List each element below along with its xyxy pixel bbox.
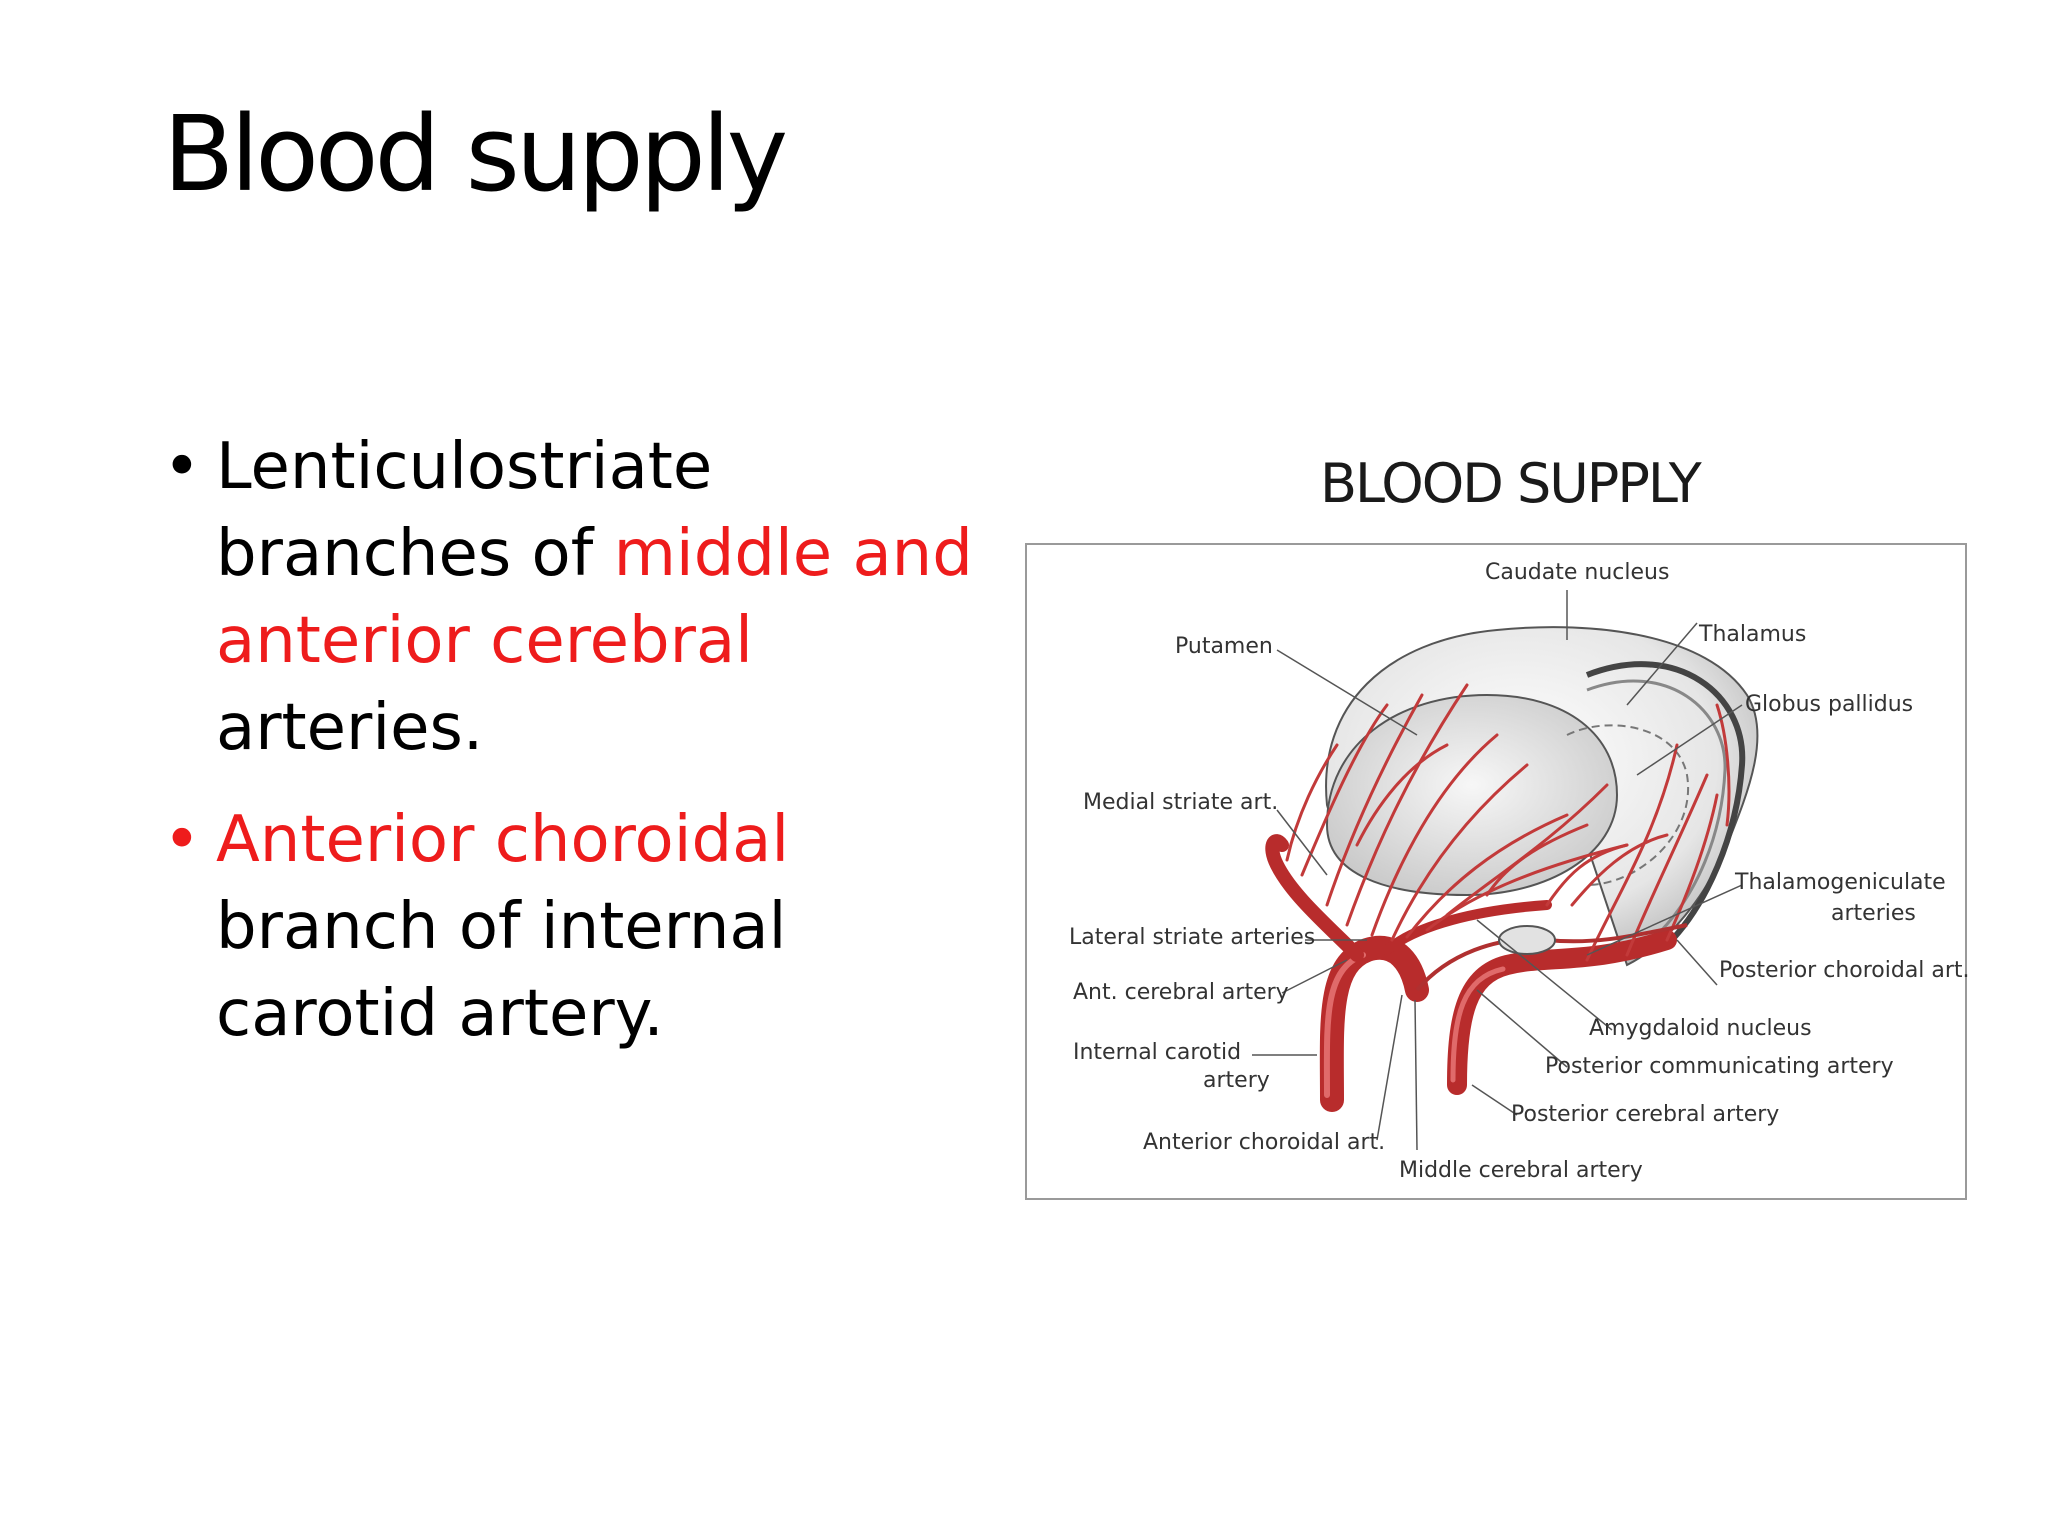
globus-pallidus-shape	[1566, 724, 1690, 886]
bullet-list: •Lenticulostriate branches of middle and…	[163, 424, 1003, 1083]
label-globus-pallidus: Globus pallidus	[1745, 692, 1914, 717]
label-posterior-choroidal: Posterior choroidal art.	[1719, 958, 1970, 983]
thalamus-arc-inner	[1586, 679, 1727, 937]
thalamus-arc	[1585, 661, 1746, 948]
anatomy-figure: Caudate nucleus Thalamus Putamen Globus …	[1025, 543, 1970, 1200]
label-posterior-cerebral: Posterior cerebral artery	[1511, 1102, 1780, 1127]
label-internal-carotid-2: artery	[1203, 1068, 1270, 1093]
bullet-text: Lenticulostriate branches of	[216, 430, 713, 591]
label-putamen: Putamen	[1175, 634, 1273, 659]
arteries	[1265, 834, 1677, 1112]
label-thalamogeniculate: Thalamogeniculate	[1735, 870, 1946, 895]
bullet-item-anterior-choroidal: •Anterior choroidal branch of internal c…	[163, 797, 1003, 1058]
label-caudate-nucleus: Caudate nucleus	[1485, 560, 1670, 585]
posterior-cerebral-artery	[1447, 930, 1677, 1095]
label-anterior-choroidal: Anterior choroidal art.	[1143, 1130, 1386, 1155]
figure-title: BLOOD SUPPLY	[1320, 452, 1702, 515]
bullet-item-lenticulostriate: •Lenticulostriate branches of middle and…	[163, 424, 1003, 772]
ant-cerebral-artery	[1265, 834, 1364, 962]
amygdaloid-nucleus-shape	[1498, 925, 1556, 955]
bullet-text-highlight: middle and anterior cerebral	[216, 517, 973, 678]
label-internal-carotid: Internal carotid	[1073, 1040, 1242, 1065]
internal-carotid-highlight	[1323, 952, 1366, 1098]
label-thalamus: Thalamus	[1699, 622, 1807, 647]
striate-branches	[1285, 683, 1731, 962]
label-ant-cerebral-artery: Ant. cerebral artery	[1073, 980, 1289, 1005]
label-middle-cerebral: Middle cerebral artery	[1399, 1158, 1643, 1183]
label-posterior-communicating: Posterior communicating artery	[1545, 1054, 1894, 1079]
label-medial-striate: Medial striate art.	[1083, 790, 1279, 815]
posterior-cerebral-highlight	[1450, 966, 1506, 1083]
slide-title: Blood supply	[163, 93, 788, 215]
middle-cerebral-artery	[1382, 900, 1552, 955]
bullet-text: branch of internal carotid artery.	[216, 890, 787, 1051]
bullet-text: arteries.	[216, 691, 484, 765]
label-thalamogeniculate-2: arteries	[1831, 901, 1916, 926]
label-lateral-striate: Lateral striate arteries	[1069, 925, 1316, 950]
anatomy-illustration	[1252, 590, 1759, 1151]
bullet-text-highlight: Anterior choroidal	[216, 803, 790, 877]
leader-lines	[1252, 590, 1743, 1151]
label-amygdaloid-nucleus: Amygdaloid nucleus	[1589, 1016, 1812, 1041]
bullet-dot: •	[163, 803, 201, 877]
bullet-dot: •	[163, 430, 201, 504]
